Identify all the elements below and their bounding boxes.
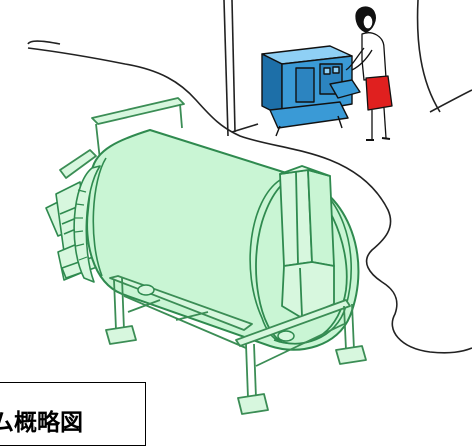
operator-leg — [383, 107, 387, 139]
frame-post — [113, 279, 117, 331]
wall-right-edge — [416, 0, 441, 113]
diagonal-brace — [123, 295, 247, 349]
operator-face — [362, 14, 374, 30]
diagonal-brace — [127, 299, 161, 313]
cabinet-front — [261, 53, 283, 117]
post-back-right — [179, 103, 183, 129]
gear-tooth — [78, 256, 88, 261]
gear-tooth — [75, 203, 85, 206]
operator-skirt — [365, 75, 393, 111]
gear-tooth — [77, 189, 87, 193]
roller-supports — [137, 284, 295, 342]
cabinet-meter-2 — [332, 66, 340, 74]
control-cabinet — [261, 45, 361, 137]
exhaust-duct — [279, 165, 335, 319]
operator-arm-2 — [351, 49, 373, 71]
frame-post — [245, 343, 249, 399]
post-back-left — [95, 123, 101, 161]
foot-left — [105, 325, 137, 345]
cabinet-meter — [323, 67, 331, 75]
drum-front-gear — [73, 165, 101, 283]
cabinet-console — [329, 79, 361, 99]
floor-edge — [231, 123, 259, 133]
operator-shoe — [381, 137, 391, 140]
operator-arm — [345, 47, 365, 71]
cabinet-leg — [337, 115, 343, 129]
operator-figure — [345, 6, 393, 141]
roller — [137, 284, 155, 296]
frame-post — [253, 343, 257, 399]
duct-top — [279, 165, 331, 177]
gear-teeth — [74, 189, 88, 261]
floor-boundary-curve — [27, 47, 472, 354]
operator-body — [361, 32, 387, 81]
wall-corner-line — [223, 0, 229, 137]
foot-center — [237, 393, 269, 415]
foot-right — [335, 345, 367, 365]
wall-floor-line — [429, 89, 472, 113]
drum-front-ring — [92, 157, 107, 277]
wall-corner-line-inner — [231, 0, 236, 133]
roller — [277, 330, 295, 342]
duct-hood-line — [299, 267, 303, 317]
duct-side — [307, 169, 335, 267]
gear-tooth — [75, 243, 85, 247]
caption-box: ム概略図 — [0, 382, 146, 446]
cabinet-base — [269, 101, 349, 129]
diagonal-brace — [175, 311, 209, 321]
frame-post — [343, 305, 347, 351]
diagonal-brace — [255, 323, 345, 367]
frame-post — [121, 277, 125, 331]
top-rail — [91, 97, 185, 125]
rear-bracket — [59, 149, 97, 179]
cabinet-panel-1 — [295, 67, 315, 103]
support-frame-back — [59, 97, 185, 179]
caption-text: ム概略図 — [0, 410, 83, 436]
duct-line — [295, 171, 299, 265]
room-walls — [27, 0, 472, 354]
frame-post — [351, 303, 355, 351]
gear-tooth — [74, 230, 84, 233]
cabinet-leg — [275, 125, 281, 137]
floor-boundary-curve-2 — [27, 40, 61, 45]
